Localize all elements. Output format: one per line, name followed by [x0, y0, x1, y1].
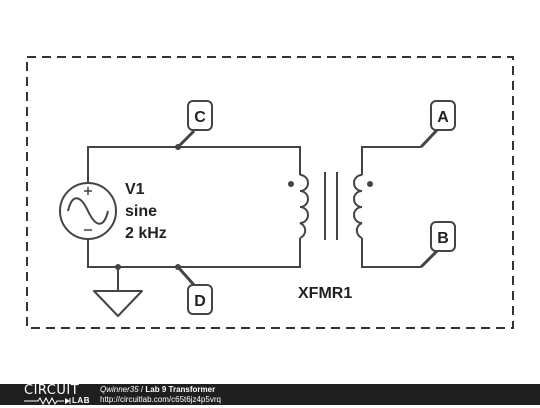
circuit-meta: Qwinner35 / Lab 9 Transformer http://cir… [100, 385, 221, 405]
secondary-polarity-dot [367, 181, 373, 187]
junction-dot-ground [115, 264, 121, 270]
circuit-title[interactable]: Lab 9 Transformer [145, 385, 216, 394]
schematic-diagram: V1 sine 2 kHz XFMR1 C D [26, 56, 514, 329]
source-ref: V1 [125, 181, 145, 198]
primary-polarity-dot [288, 181, 294, 187]
primary-wires [87, 146, 301, 291]
node-label-b-text: B [437, 230, 449, 247]
node-label-c: C [176, 100, 213, 149]
node-label-a: A [419, 100, 456, 149]
circuitlab-logo[interactable]: CIRCUIT LAB [24, 383, 94, 406]
node-label-a-text: A [437, 109, 449, 126]
secondary-wires [361, 146, 421, 268]
dashed-border [26, 56, 514, 329]
author-name[interactable]: Qwinner35 [100, 385, 139, 394]
footer-bar: CIRCUIT LAB Qwinner35 / Lab 9 Transforme… [0, 383, 540, 406]
node-label-d: D [176, 266, 213, 315]
source-frequency: 2 kHz [125, 225, 167, 242]
resistor-icon [24, 396, 71, 406]
logo-text-circuit: CIRCUIT [24, 383, 80, 398]
circuit-url[interactable]: http://circuitlab.com/c65t6jz4p5vrq [100, 395, 221, 404]
sine-source-symbol [59, 182, 117, 240]
ground-symbol [93, 290, 143, 317]
meta-separator: / [140, 385, 144, 394]
logo-text-lab: LAB [72, 396, 90, 405]
source-type: sine [125, 203, 157, 220]
node-label-c-text: C [194, 109, 206, 126]
transformer-ref: XFMR1 [298, 285, 352, 302]
transformer-symbol [299, 172, 363, 240]
node-label-b: B [419, 221, 456, 269]
node-label-d-text: D [194, 293, 206, 310]
logo-lab-row: LAB [24, 396, 94, 406]
